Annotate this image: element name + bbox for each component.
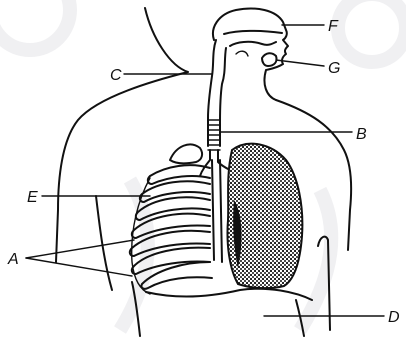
labels: F G C B E A D xyxy=(7,18,400,326)
rib-cage xyxy=(130,144,212,294)
head-outline xyxy=(213,9,288,101)
trachea xyxy=(200,40,230,176)
nasal-cavity xyxy=(224,31,282,66)
clavicle-cap xyxy=(170,144,202,163)
label-b: B xyxy=(356,126,367,143)
lung xyxy=(227,144,302,289)
leader-a-upper xyxy=(26,240,134,258)
leader-a-lower xyxy=(26,258,132,276)
label-g: G xyxy=(328,60,340,77)
label-a: A xyxy=(7,251,19,268)
bronchus xyxy=(200,150,230,176)
left-arm-line xyxy=(96,196,112,290)
label-e: E xyxy=(27,189,38,206)
sternum xyxy=(212,160,222,262)
nasal-passage-lower xyxy=(230,42,276,46)
soft-palate xyxy=(236,51,248,56)
label-c: C xyxy=(110,67,122,84)
label-f: F xyxy=(328,18,339,35)
tongue xyxy=(262,53,277,66)
diaphragm xyxy=(146,289,312,300)
larynx-rings xyxy=(208,120,220,150)
body-outline xyxy=(56,8,351,336)
label-d: D xyxy=(388,309,400,326)
left-shoulder-outline xyxy=(56,8,188,262)
nasal-passage xyxy=(224,31,282,34)
